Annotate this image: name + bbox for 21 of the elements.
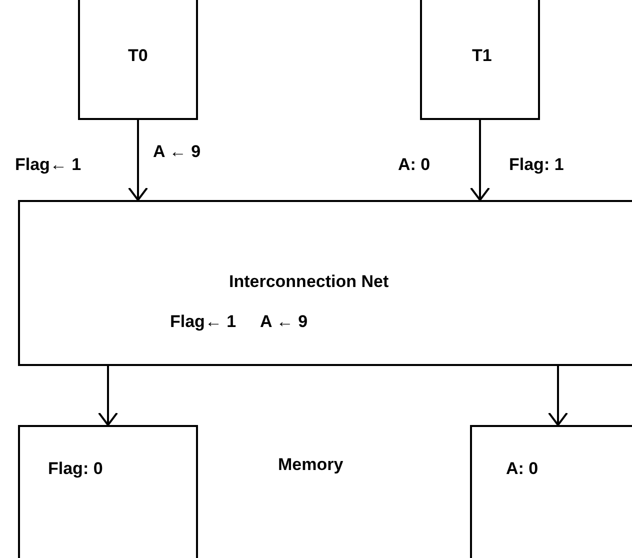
value-annotation: A: 0 <box>398 155 430 175</box>
arrow <box>98 366 118 426</box>
box-text: Flag: 0 <box>48 459 103 479</box>
memory-label: Memory <box>278 455 344 475</box>
box-text: Flag← 1 <box>170 312 236 332</box>
box-text: A ← 9 <box>260 312 308 332</box>
thread-box <box>78 0 198 120</box>
value-annotation: Flag: 1 <box>509 155 564 175</box>
arrow <box>470 120 490 201</box>
box-text: T0 <box>128 46 148 66</box>
thread-box <box>420 0 540 120</box>
arrow <box>128 120 148 201</box>
memory-box <box>470 425 632 558</box>
box-title: Interconnection Net <box>229 272 389 292</box>
box-text: T1 <box>472 46 492 66</box>
memory-box <box>18 425 198 558</box>
value-annotation: Flag← 1 <box>15 155 82 175</box>
value-annotation: A ← 9 <box>153 142 201 162</box>
box-text: A: 0 <box>506 459 538 479</box>
interconnect-box <box>18 200 632 366</box>
arrow <box>548 366 568 426</box>
